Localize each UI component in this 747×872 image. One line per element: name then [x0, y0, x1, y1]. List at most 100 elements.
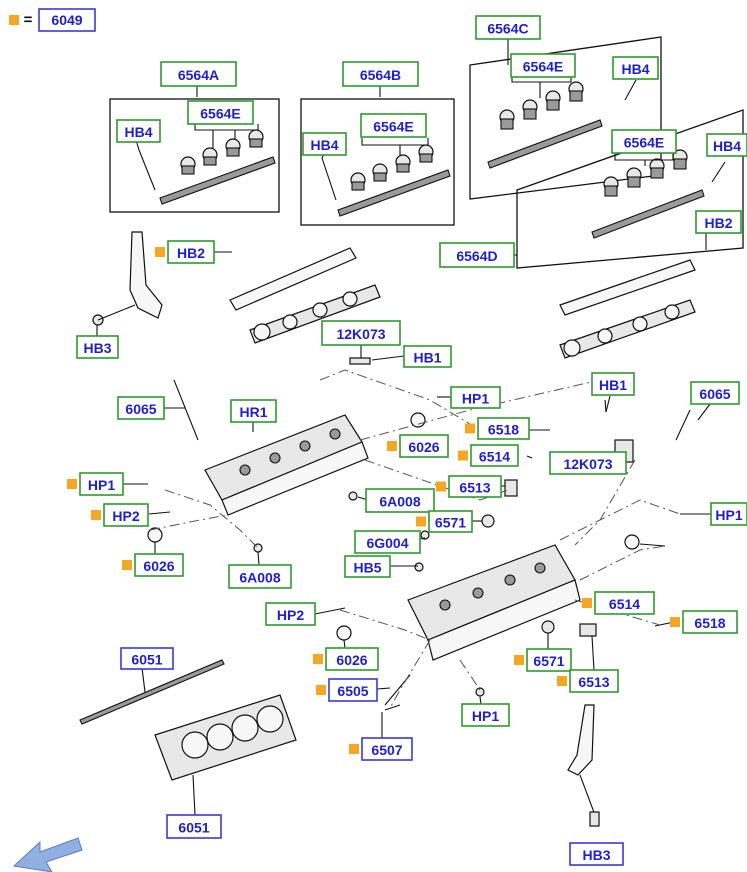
callout-text: 6514 — [609, 596, 640, 612]
callout-text: 6514 — [479, 449, 510, 465]
callout-text: HB5 — [353, 560, 381, 576]
orange-marker-icon — [67, 479, 77, 489]
callout-text: HP1 — [715, 507, 742, 523]
rocker-assembly-a — [138, 129, 276, 205]
cylinder-head-right — [407, 544, 581, 661]
callout-text: HP1 — [88, 477, 115, 493]
callout-text: 6026 — [143, 558, 174, 574]
callout-text: HR1 — [239, 404, 267, 420]
callout-hp2: HP2 — [265, 602, 316, 626]
callout-6a008: 6A008 — [228, 564, 292, 589]
legend-marker-icon — [9, 15, 19, 25]
callout-6564e: 6564E — [187, 100, 254, 125]
callout-text: 6564E — [200, 106, 240, 122]
callout-text: 6051 — [131, 652, 162, 668]
orange-marker-icon — [155, 247, 165, 257]
callout-6564b: 6564B — [342, 61, 419, 87]
orange-marker-icon — [458, 450, 468, 461]
callout-hb3: HB3 — [569, 842, 624, 866]
callout-text: HP1 — [462, 391, 489, 407]
callout-text: 6513 — [459, 480, 490, 496]
callout-text: 6505 — [337, 683, 368, 699]
rocker-assembly-b — [321, 144, 451, 217]
callout-text: HB2 — [177, 245, 205, 261]
callout-hb1: HB1 — [403, 345, 452, 368]
callout-hp1: HP1 — [710, 502, 747, 526]
callout-text: 6518 — [488, 422, 519, 438]
callout-hb3: HB3 — [76, 335, 119, 359]
callout-hp1: HP1 — [67, 472, 124, 496]
camshaft-right — [559, 259, 696, 359]
callout-text: 6564E — [624, 135, 664, 151]
callout-text: 6564C — [487, 21, 528, 37]
callout-6514: 6514 — [458, 444, 519, 467]
callout-text: 6564E — [523, 59, 563, 75]
callout-6564a: 6564A — [160, 61, 237, 87]
timing-guide-left — [92, 231, 163, 326]
orange-marker-icon — [313, 654, 323, 664]
callout-text: HB3 — [582, 847, 610, 863]
orange-marker-icon — [557, 676, 567, 686]
callout-6513: 6513 — [436, 475, 502, 498]
callout-text: 6G004 — [366, 535, 408, 551]
head-gasket-strip — [79, 659, 225, 725]
callout-text: HB4 — [621, 61, 649, 77]
callout-labels: 6564A 6564E HB4 6564B 6564E HB4 6564C 6564E HB4 6… — [67, 15, 747, 866]
callout-6564e: 6564E — [611, 129, 677, 154]
callout-hb2: HB2 — [695, 210, 742, 234]
callout-text: HP1 — [472, 708, 499, 724]
callout-text: 6564A — [178, 67, 219, 83]
orange-marker-icon — [436, 481, 446, 492]
callout-text: HB1 — [413, 350, 441, 366]
callout-6051: 6051 — [166, 814, 222, 839]
callout-text: 6571 — [533, 653, 564, 669]
callout-6g004: 6G004 — [354, 530, 421, 554]
callout-text: HB4 — [310, 137, 338, 153]
callout-6564c: 6564C — [475, 15, 541, 40]
callout-text: HB4 — [124, 124, 152, 140]
orange-marker-icon — [316, 685, 326, 695]
callout-6514: 6514 — [582, 591, 655, 615]
legend-equals: = — [24, 12, 33, 29]
callout-6505: 6505 — [316, 678, 378, 702]
orange-marker-icon — [122, 560, 132, 570]
orange-marker-icon — [387, 441, 397, 451]
callout-text: HB3 — [83, 340, 111, 356]
back-arrow-icon[interactable] — [12, 837, 83, 872]
callout-text: 6051 — [178, 820, 209, 836]
callout-hb4: HB4 — [302, 132, 347, 156]
callout-text: 6513 — [578, 674, 609, 690]
callout-text: 12K073 — [563, 456, 612, 472]
callout-6507: 6507 — [349, 737, 413, 761]
callout-12k073: 12K073 — [549, 451, 627, 475]
callout-hb4: HB4 — [706, 133, 747, 157]
callout-6513: 6513 — [557, 669, 619, 693]
callout-6571: 6571 — [416, 510, 473, 533]
callout-text: 6564E — [373, 119, 413, 135]
callout-6026: 6026 — [387, 434, 449, 458]
callout-hp1: HP1 — [450, 386, 501, 409]
callout-text: 12K073 — [336, 326, 385, 342]
rocker-assembly-d — [591, 149, 726, 239]
callout-hb1: HB1 — [591, 372, 635, 396]
cylinder-head-left — [204, 414, 369, 516]
callout-text: 6A008 — [379, 494, 420, 510]
callout-text: HB2 — [704, 215, 732, 231]
callout-hp1: HP1 — [461, 703, 510, 727]
callout-6051: 6051 — [120, 647, 174, 670]
orange-marker-icon — [514, 655, 524, 665]
callout-6026: 6026 — [313, 647, 379, 671]
callout-text: 6065 — [699, 386, 730, 402]
callout-text: 6A008 — [239, 570, 280, 586]
callout-6065: 6065 — [117, 396, 165, 420]
legend: = 6049 — [9, 8, 96, 32]
orange-marker-icon — [670, 617, 680, 627]
camshaft-left — [229, 247, 381, 344]
orange-marker-icon — [465, 423, 475, 434]
callout-text: 6518 — [694, 615, 725, 631]
orange-marker-icon — [91, 510, 101, 520]
callout-text: 6507 — [371, 742, 402, 758]
callout-hp2: HP2 — [91, 503, 149, 527]
callout-hb2: HB2 — [155, 240, 215, 264]
